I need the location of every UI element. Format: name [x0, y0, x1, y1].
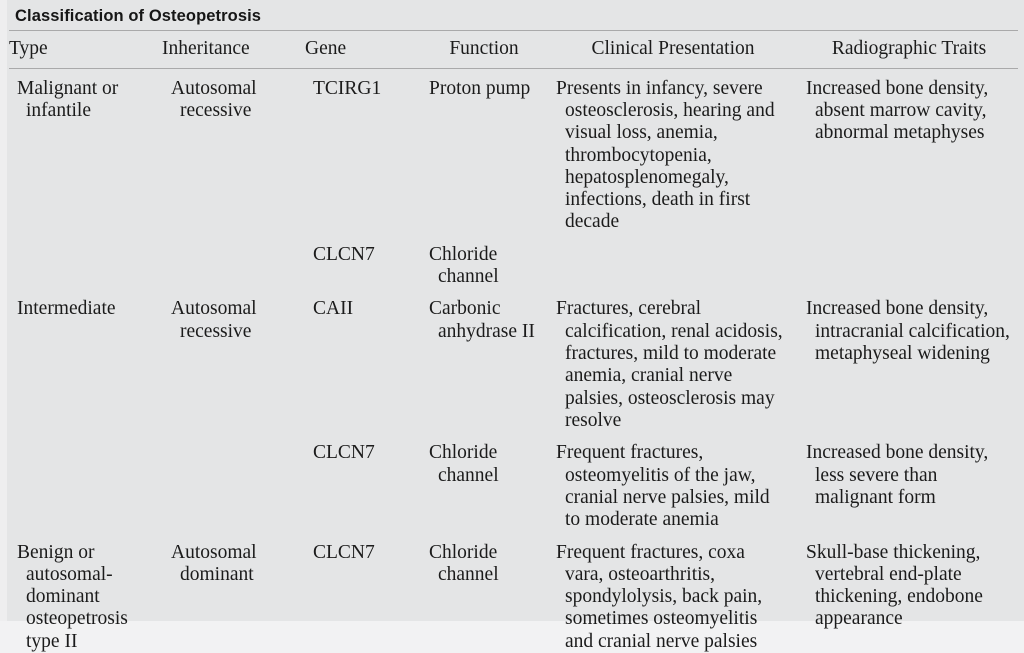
cell-function: Carbonic anhydrase II	[429, 298, 535, 342]
cell-function: Chloride channel	[429, 243, 499, 288]
cell-function: Chloride channel	[429, 442, 499, 486]
cell-gene: TCIRG1	[313, 77, 382, 99]
column-header-radiographic: Radiographic Traits	[831, 38, 987, 60]
cell-clinical: Fractures, cerebral calcification, renal…	[556, 298, 783, 431]
table-row: Benign or autosomal-dominant osteopetros…	[9, 532, 1020, 653]
cell-radiographic: Skull-base thickening, vertebral end-pla…	[806, 541, 983, 630]
table-header: Type Inheritance Gene Function Clinical …	[9, 31, 1020, 67]
page-title: Classification of Osteopetrosis	[15, 7, 262, 25]
header-row: Type Inheritance Gene Function Clinical …	[9, 31, 1020, 67]
cell-radiographic: Increased bone density, intracranial cal…	[806, 298, 1010, 365]
column-header-gene: Gene	[305, 38, 347, 60]
column-header-type: Type	[9, 38, 48, 60]
cell-radiographic: Increased bone density, absent marrow ca…	[806, 77, 989, 144]
cell-clinical: Frequent fractures, coxa vara, osteoarth…	[556, 541, 763, 652]
column-header-inheritance: Inheritance	[162, 38, 250, 60]
table-row: Malignant or infantile Autosomal recessi…	[9, 69, 1020, 234]
figure-title-bar: Classification of Osteopetrosis	[7, 0, 1024, 30]
cell-gene: CLCN7	[313, 541, 375, 563]
table-row: CLCN7 Chloride channel Frequent fracture…	[9, 432, 1020, 531]
cell-clinical: Frequent fractures, osteomyelitis of the…	[556, 442, 770, 531]
cell-function: Proton pump	[429, 77, 531, 99]
cell-inheritance: Autosomal dominant	[171, 541, 257, 585]
cell-gene: CLCN7	[313, 442, 375, 464]
classification-table-body: Malignant or infantile Autosomal recessi…	[9, 69, 1020, 653]
cell-function: Chloride channel	[429, 541, 499, 585]
rule-above-header	[9, 30, 1018, 32]
cell-type: Malignant or infantile	[17, 77, 119, 121]
column-header-clinical: Clinical Presentation	[591, 38, 755, 60]
cell-inheritance: Autosomal recessive	[171, 298, 257, 342]
cell-inheritance: Autosomal recessive	[171, 77, 257, 121]
column-header-function: Function	[449, 38, 519, 60]
cell-type: Intermediate	[17, 298, 116, 320]
table-row: CLCN7 Chloride channel	[9, 234, 1020, 289]
cell-type: Benign or autosomal-dominant osteopetros…	[17, 541, 128, 652]
cell-radiographic: Increased bone density, less severe than…	[806, 442, 989, 508]
cell-gene: CLCN7	[313, 243, 375, 265]
cell-clinical: Presents in infancy, severe osteoscleros…	[556, 77, 775, 233]
table-row: Intermediate Autosomal recessive CAII Ca…	[9, 288, 1020, 432]
classification-table: Type Inheritance Gene Function Clinical …	[9, 31, 1020, 67]
cell-gene: CAII	[313, 298, 354, 320]
rule-below-header	[9, 67, 1018, 69]
